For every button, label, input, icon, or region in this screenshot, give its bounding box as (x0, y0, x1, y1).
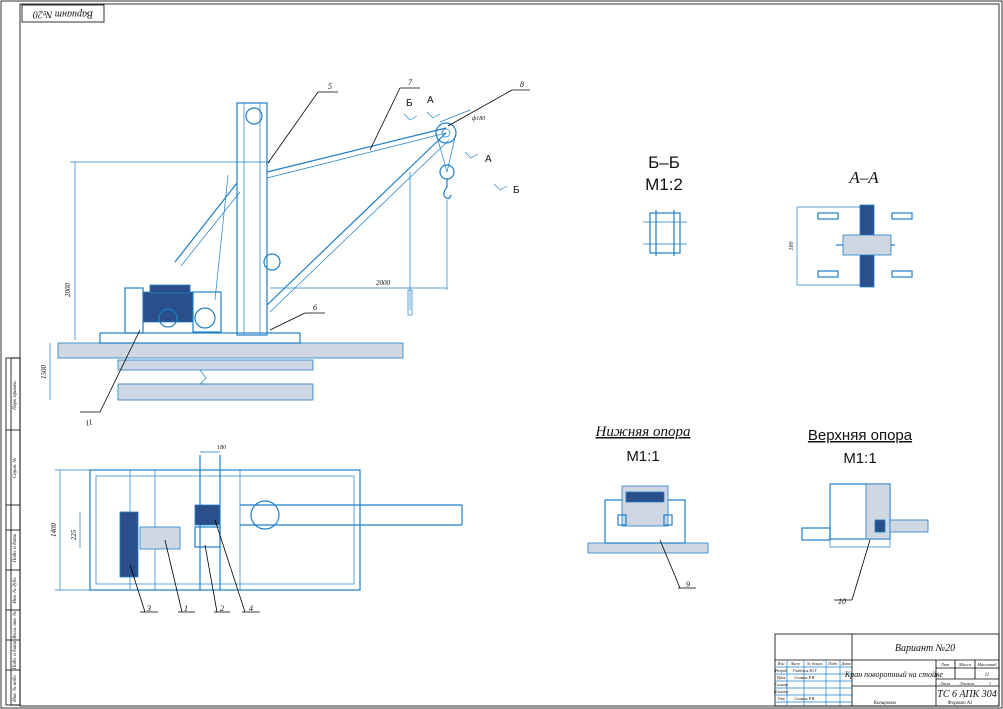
tb-cell: Пров (776, 675, 786, 680)
hook (443, 179, 452, 200)
stamp-cell: Подп. и дата (13, 640, 18, 670)
tb-cell: Сомкин Р.Н. (795, 696, 816, 701)
stamp-cell: Инв. № дубл. (12, 576, 18, 604)
tb-sheet: Лист (939, 681, 951, 686)
stamp-cell: Инв. № подл. (12, 674, 18, 703)
tb-cell: Дата (840, 661, 850, 666)
tb-sheet: 1 (989, 681, 991, 686)
section-aa: А–А 180 (789, 168, 913, 288)
plan-winch (119, 511, 139, 578)
tb-cell: Т.контр (774, 682, 788, 687)
tb-name: Кран поворотный на стойке (844, 670, 944, 679)
tb-cell: Сомкин Р.Н. (795, 675, 816, 680)
callout: 7 (408, 78, 413, 87)
main-elevation-view: 2000 2000 1500 ф180 5 7 8 6 11 Б А А Б (40, 78, 530, 428)
stamp-cell: Перв. примен. (13, 380, 18, 411)
tb-footer-right: Формат А1 (948, 701, 973, 706)
tb-cell: Подп. (827, 661, 838, 666)
winch (124, 284, 222, 334)
stamp-cell: Взам. инв. № (12, 611, 18, 639)
tb-cell: Лист (789, 661, 799, 666)
tb-cell: Н.контр (773, 689, 788, 694)
lower-support-title: Нижняя опора (595, 424, 691, 440)
boom-tie (266, 127, 447, 173)
lower-support: Нижняя опора М1:1 9 (587, 424, 709, 589)
tb-col: Лит (940, 662, 950, 667)
tb-col: Масса (958, 662, 972, 667)
mast (236, 102, 268, 336)
lower-support-scale: М1:1 (626, 448, 659, 465)
callout: 4 (249, 604, 253, 613)
foundation-bottom (117, 383, 314, 401)
section-bb-title: Б–Б (648, 153, 680, 172)
section-bb: Б–Б М1:2 (643, 153, 687, 256)
dim-top: 180 (217, 445, 226, 451)
tb-cell: Утв (777, 696, 785, 701)
tb-cell: Изм (777, 661, 785, 666)
tb-code: ТС 6 АПК 304 (937, 689, 996, 700)
tb-footer-left: Копировал (873, 701, 896, 706)
dim-base-height: 1500 (40, 365, 48, 380)
inner-frame (19, 3, 1000, 707)
section-mark: А (485, 154, 492, 165)
dim-pulley-dia: ф180 (472, 115, 485, 122)
callout: 6 (313, 303, 317, 312)
callout: 2 (220, 604, 224, 613)
callout: 8 (520, 80, 524, 89)
plan-motor (139, 526, 181, 550)
tb-variant: Вариант №20 (895, 643, 955, 654)
dim-span: 2000 (376, 279, 391, 287)
dim-width: 1400 (50, 523, 58, 538)
section-aa-title: А–А (848, 168, 879, 187)
section-mark: А (427, 95, 434, 106)
dim-offset: 225 (70, 529, 78, 540)
section-mark: Б (406, 98, 413, 109)
section-bb-scale: М1:2 (645, 175, 683, 194)
tb-sheet: Листов (959, 681, 975, 686)
dim-aa: 180 (789, 242, 795, 251)
variant-stamp: Вариант №20 (33, 9, 93, 20)
callout: 11 (84, 417, 93, 428)
top-pulley (245, 107, 263, 125)
upper-support-title: Верхняя опора (808, 427, 913, 444)
tb-col: Масштаб (976, 662, 997, 667)
boom-strut (266, 132, 447, 306)
mid-pulley (263, 253, 281, 271)
tb-cell: № докум. (806, 661, 823, 666)
stamp-cell: Подп. и дата (13, 533, 18, 563)
dim-height: 2000 (64, 283, 72, 298)
variant-stamp-box: Вариант №20 (21, 4, 105, 23)
upper-support-scale: М1:1 (843, 450, 876, 467)
tb-cell: Учабеков Ю.Т. (793, 668, 818, 673)
title-block: Вариант №20 Кран поворотный на стойке ТС… (773, 633, 1000, 707)
plan-view: 1400 225 180 3 1 2 4 (50, 445, 463, 613)
callout: 10 (838, 597, 846, 606)
callout: 5 (328, 82, 332, 91)
section-mark: Б (513, 185, 520, 196)
tb-scale-value: 11 (985, 673, 990, 678)
stamp-cell: Справ. № (12, 458, 18, 479)
tb-cell: Разраб (774, 668, 788, 673)
callout: 9 (686, 580, 690, 589)
side-stamp: Перв. примен. Справ. № Подп. и дата Инв.… (5, 357, 21, 706)
foundation-slab (57, 342, 404, 359)
callout: 1 (184, 604, 188, 613)
callout: 3 (146, 604, 151, 613)
upper-support: Верхняя опора М1:1 10 (801, 427, 929, 606)
foundation-block (117, 359, 314, 371)
